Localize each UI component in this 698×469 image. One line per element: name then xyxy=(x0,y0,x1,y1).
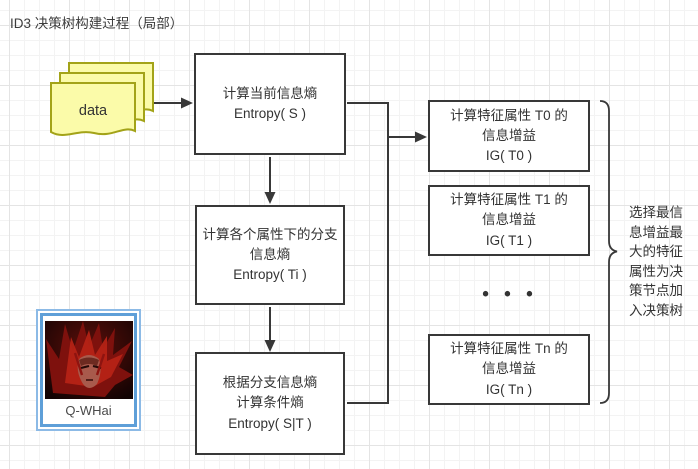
gain-box-tn: 计算特征属性 Tn 的 信息增益 IG( Tn ) xyxy=(428,334,590,405)
side-note-line: 大的特征 xyxy=(629,244,683,259)
gain-box-line: 信息增益 xyxy=(482,127,536,143)
data-stack-shape: data xyxy=(50,62,154,136)
gain-box-line: 计算特征属性 Tn 的 xyxy=(450,341,568,357)
flow-box-line: Entropy( S ) xyxy=(233,106,307,121)
gain-box-line: 计算特征属性 T1 的 xyxy=(450,192,568,208)
side-note-line: 选择最信 xyxy=(629,205,683,220)
gain-box-line: 信息增益 xyxy=(482,361,536,377)
arrowhead-branch xyxy=(264,192,276,204)
flow-box-conditional-entropy: 根据分支信息熵 计算条件熵 Entropy( S|T ) xyxy=(195,352,345,455)
ellipsis-dots: • • • xyxy=(482,284,538,305)
flow-box-line: 计算当前信息熵 xyxy=(222,85,318,101)
grouping-brace xyxy=(599,100,618,404)
connector-loop-line xyxy=(347,102,389,404)
data-page-front xyxy=(50,82,136,136)
side-note-line: 属性为决 xyxy=(629,263,683,279)
flow-box-line: 信息熵 xyxy=(249,246,291,262)
arrowhead-conditional xyxy=(264,340,276,352)
side-note-line: 息增益最 xyxy=(629,224,683,240)
arrowhead-gain xyxy=(415,131,427,143)
gain-box-line: IG( T1 ) xyxy=(485,232,533,248)
diagram-title: ID3 决策树构建过程（局部） xyxy=(10,16,184,31)
flow-box-line: Entropy( S|T ) xyxy=(228,415,312,431)
gain-box-t1: 计算特征属性 T1 的 信息增益 IG( T1 ) xyxy=(428,185,590,256)
gain-box-t0: 计算特征属性 T0 的 信息增益 IG( T0 ) xyxy=(428,100,590,172)
watermark-frame: Q-WHai xyxy=(40,313,137,427)
gain-box-line: 信息增益 xyxy=(482,212,536,228)
flow-box-line: Entropy( Ti ) xyxy=(233,267,307,283)
flow-box-line: 计算各个属性下的分支 xyxy=(202,226,338,242)
flow-box-current-entropy: 计算当前信息熵 Entropy( S ) xyxy=(194,53,346,155)
gain-box-line: IG( T0 ) xyxy=(485,148,533,164)
face-shadow xyxy=(78,357,99,366)
flow-box-branch-entropy: 计算各个属性下的分支 信息熵 Entropy( Ti ) xyxy=(195,205,345,305)
avatar-image xyxy=(44,321,133,399)
hair-strand-right xyxy=(95,353,105,376)
eye-left xyxy=(80,365,89,369)
watermark-card: Q-WHai xyxy=(36,309,141,431)
gain-box-line: 计算特征属性 T0 的 xyxy=(450,107,568,123)
side-note-line: 入决策树 xyxy=(629,302,683,318)
data-stack-label: data xyxy=(79,103,108,119)
side-note-line: 策节点加 xyxy=(629,283,683,298)
watermark-label: Q-WHai xyxy=(65,403,112,418)
flow-box-line: 计算条件熵 xyxy=(236,395,304,411)
brace-side-note: 选择最信 息增益最 大的特征 属性为决 策节点加 入决策树 xyxy=(629,203,683,320)
hair-strand-left xyxy=(73,352,83,376)
gain-box-line: IG( Tn ) xyxy=(485,381,533,397)
arrowhead-data xyxy=(181,97,193,109)
flow-box-line: 根据分支信息熵 xyxy=(222,375,318,391)
